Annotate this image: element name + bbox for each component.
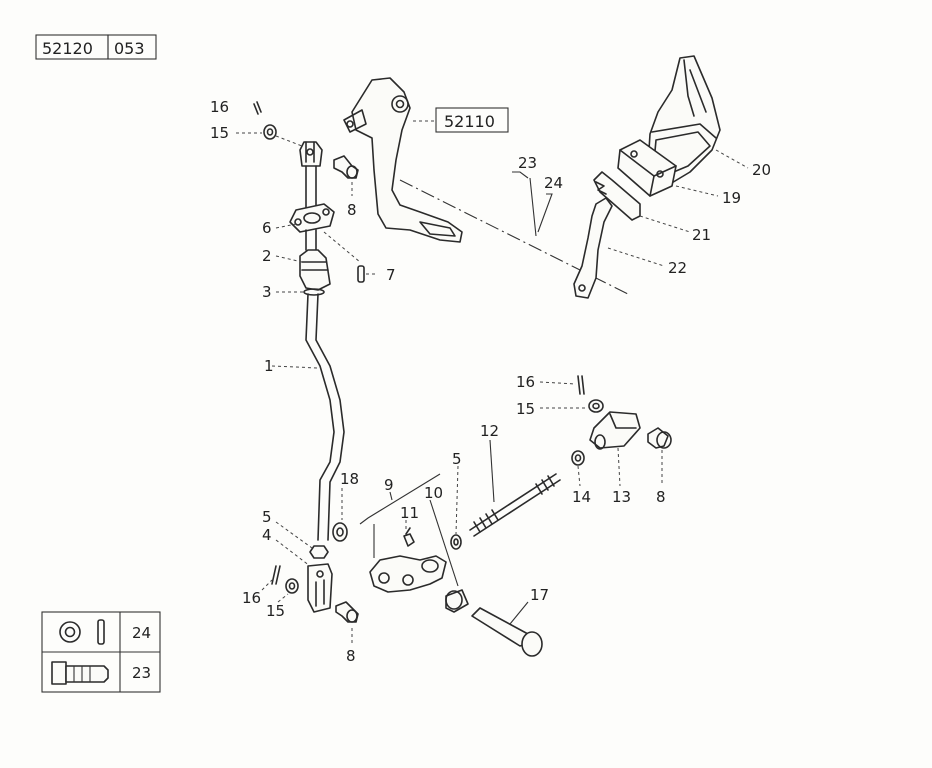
pin-8-bottom xyxy=(335,601,359,623)
lever-22 xyxy=(573,197,613,299)
washer-15-top xyxy=(263,124,277,140)
callout-13: 13 xyxy=(612,488,631,506)
callout-24: 24 xyxy=(544,174,563,192)
sheet-code: 053 xyxy=(114,39,145,58)
legend-label-23: 23 xyxy=(132,664,151,682)
bolt-icon xyxy=(51,661,109,685)
callout-16-right: 16 xyxy=(516,373,535,391)
group-code: 52120 xyxy=(42,39,93,58)
nut-5-left xyxy=(309,545,329,559)
callout-16-top: 16 xyxy=(210,98,229,116)
rod-12 xyxy=(469,473,561,537)
leader-lines xyxy=(236,132,749,644)
clevis-13 xyxy=(589,411,641,450)
callout-20: 20 xyxy=(752,161,771,179)
callout-5-left: 5 xyxy=(262,508,272,526)
clevis-4 xyxy=(307,563,333,613)
callout-15-right: 15 xyxy=(516,400,535,418)
legend-table: 24 23 xyxy=(41,611,161,693)
callout-11: 11 xyxy=(400,504,419,522)
shaft-upper xyxy=(305,229,317,251)
gear-lever-rod-1 xyxy=(305,293,345,541)
legend-label-24: 24 xyxy=(132,624,151,642)
callout-5-mid: 5 xyxy=(452,450,462,468)
ring-3 xyxy=(303,288,325,296)
callout-16-bottom: 16 xyxy=(242,589,261,607)
callout-12: 12 xyxy=(480,422,499,440)
washer-and-pin-icon xyxy=(59,619,105,645)
callout-14: 14 xyxy=(572,488,591,506)
grease-nipple-11 xyxy=(403,527,415,547)
pin-17 xyxy=(471,607,543,657)
bracket-20 xyxy=(647,55,721,185)
reference-code: 52110 xyxy=(444,112,495,131)
washer-15-bottom xyxy=(285,578,299,594)
flange-plate-6 xyxy=(289,203,335,233)
callout-19: 19 xyxy=(722,189,741,207)
pedal-axis-line xyxy=(399,179,631,296)
plate-21 xyxy=(593,171,641,221)
pin-8-right xyxy=(647,427,672,449)
callout-8-bottom: 8 xyxy=(346,647,356,665)
callout-numbers: 16 15 8 6 2 7 3 1 23 24 20 19 21 22 16 1… xyxy=(210,98,771,665)
callout-2: 2 xyxy=(262,247,272,265)
reference-code-box: 52110 xyxy=(413,107,509,133)
callout-3: 3 xyxy=(262,283,272,301)
callout-17: 17 xyxy=(530,586,549,604)
split-pin-16-bottom xyxy=(271,565,281,585)
callout-9: 9 xyxy=(384,476,394,494)
callout-21: 21 xyxy=(692,226,711,244)
callout-15-bottom: 15 xyxy=(266,602,285,620)
callout-6: 6 xyxy=(262,219,272,237)
washer-15-right xyxy=(588,399,604,413)
split-pin-16-top xyxy=(253,101,262,115)
callout-7: 7 xyxy=(386,266,396,284)
callout-15-top: 15 xyxy=(210,124,229,142)
callout-4: 4 xyxy=(262,526,272,544)
boot-2 xyxy=(299,249,331,291)
callout-8-top: 8 xyxy=(347,201,357,219)
washer-18 xyxy=(332,522,348,542)
header-code-boxes: 52120 053 xyxy=(35,34,157,60)
callout-1: 1 xyxy=(264,357,274,375)
pedal-lever xyxy=(343,77,463,243)
callout-8-right: 8 xyxy=(656,488,666,506)
pin-8-top xyxy=(333,155,359,179)
block-19 xyxy=(617,139,677,197)
clevis-top xyxy=(299,141,323,215)
callout-18: 18 xyxy=(340,470,359,488)
split-pin-16-right xyxy=(577,375,585,395)
nut-14 xyxy=(571,450,585,466)
callout-23: 23 xyxy=(518,154,537,172)
pin-7 xyxy=(357,265,365,283)
callout-10: 10 xyxy=(424,484,443,502)
washer-5-mid xyxy=(450,534,462,550)
bracket-9 xyxy=(369,555,447,593)
callout-22: 22 xyxy=(668,259,687,277)
bush-10 xyxy=(445,589,469,613)
